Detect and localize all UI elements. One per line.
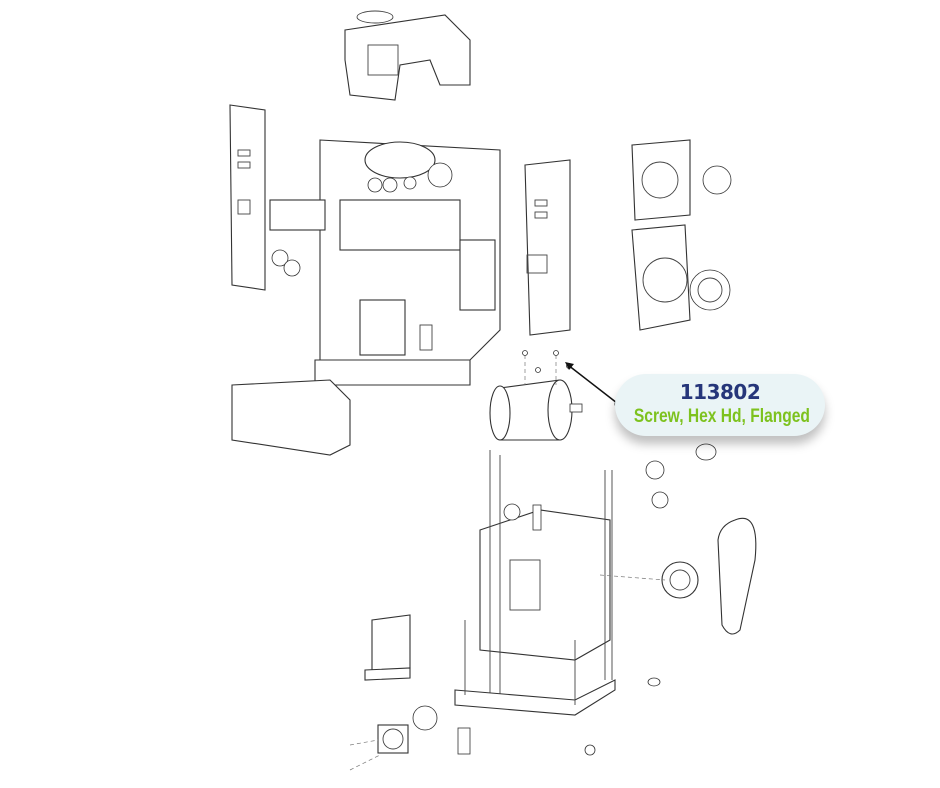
front-cover [231, 379, 351, 456]
pulley-belt [599, 443, 757, 635]
transformer [364, 614, 411, 681]
part-description: Screw, Hex Hd, Flanged [633, 406, 810, 427]
part-number: 113802 [679, 380, 761, 404]
top-cover [344, 10, 471, 101]
part-callout: 113802 Screw, Hex Hd, Flanged [615, 374, 825, 436]
callout-leader [565, 362, 622, 408]
screws-113802 [522, 350, 572, 373]
blower-housing [631, 139, 732, 331]
cooling-fan [349, 677, 661, 771]
left-side-panel [229, 104, 266, 291]
upper-assembly [269, 139, 501, 386]
right-side-panel [524, 159, 571, 336]
motor [489, 355, 583, 441]
lower-frame [454, 450, 616, 716]
